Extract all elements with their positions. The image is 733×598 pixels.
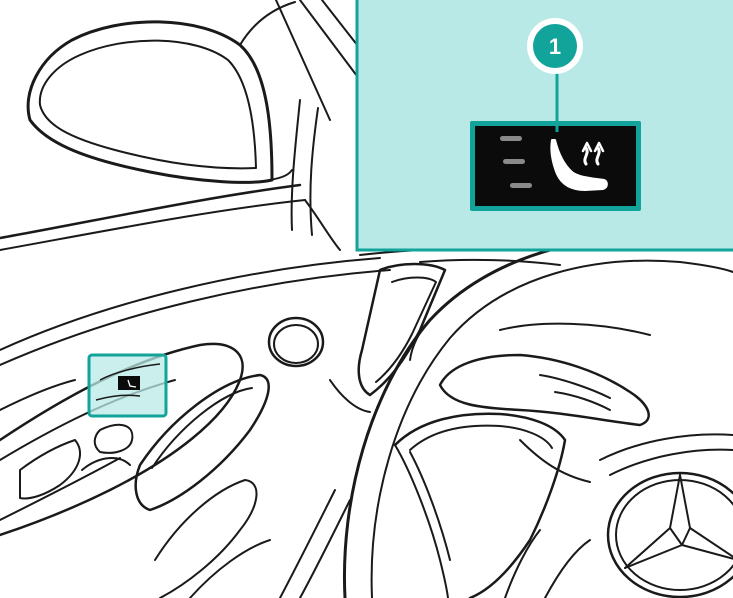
steering-wheel-hub: [395, 414, 733, 598]
mercedes-star-icon: [608, 473, 733, 597]
callout-badge-1: 1: [527, 18, 583, 74]
door-upper-lines: [0, 185, 390, 365]
callout-number: 1: [549, 34, 561, 59]
heat-level-led-2: [503, 159, 525, 164]
dashboard-side-vent: [330, 264, 445, 412]
heat-level-led-1: [510, 183, 532, 188]
heat-level-led-3: [500, 136, 522, 141]
a-pillar-lines: [276, 0, 365, 235]
steering-wheel-spoke: [440, 324, 650, 425]
steering-wheel-rim: [344, 238, 733, 598]
mirror-adjust-knob: [269, 318, 323, 366]
side-mirror: [28, 2, 295, 182]
switch-location-highlight: [89, 355, 166, 416]
